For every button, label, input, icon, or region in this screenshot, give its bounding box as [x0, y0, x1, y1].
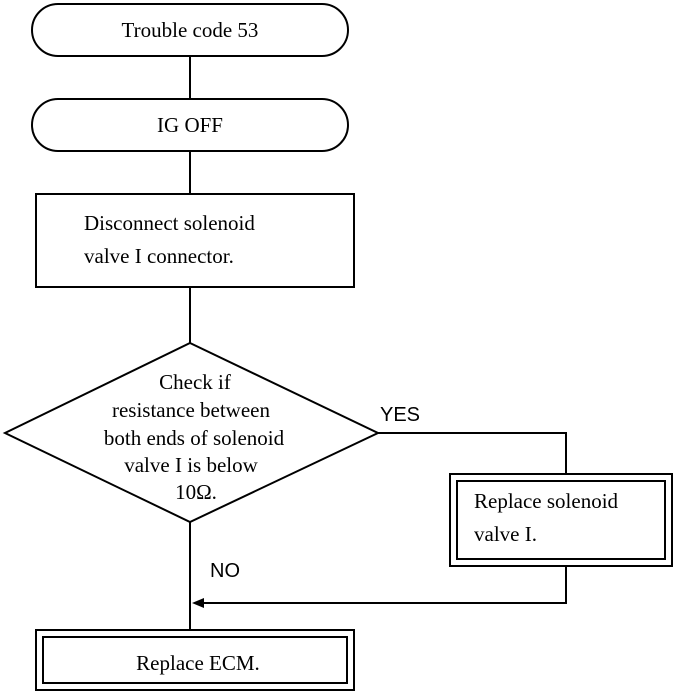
- replace-solenoid-label-line1: Replace solenoid: [474, 489, 619, 513]
- disconnect-label-line2: valve I connector.: [84, 244, 234, 268]
- ig-off-label: IG OFF: [157, 113, 223, 137]
- replace-solenoid-box: [449, 473, 673, 567]
- decision-label-line5: 10Ω.: [175, 480, 217, 504]
- no-branch-label: NO: [210, 560, 240, 582]
- yes-branch-label: YES: [380, 404, 420, 426]
- decision-diamond: [2, 341, 381, 524]
- connector-solenoid-to-ecm: [200, 566, 567, 604]
- start-terminator: [31, 3, 349, 57]
- decision-label-line2: resistance between: [112, 398, 271, 422]
- arrowhead-solenoid-to-ecm: [192, 598, 204, 608]
- decision-label-line3: both ends of solenoid: [104, 426, 285, 450]
- replace-solenoid-label-line2: valve I.: [474, 522, 537, 546]
- replace-ecm-box-inner: [42, 636, 348, 684]
- decision-label-line4: valve I is below: [124, 453, 258, 477]
- ig-off-terminator: [31, 98, 349, 152]
- disconnect-label-line1: Disconnect solenoid: [84, 211, 255, 235]
- replace-ecm-box: [35, 629, 355, 691]
- connector-yes-branch: [378, 432, 567, 474]
- replace-solenoid-box-inner: [456, 480, 666, 560]
- disconnect-process-box: [35, 193, 355, 288]
- start-label: Trouble code 53: [122, 18, 259, 42]
- decision-label-line1: Check if: [159, 370, 231, 394]
- replace-ecm-label: Replace ECM.: [136, 651, 260, 675]
